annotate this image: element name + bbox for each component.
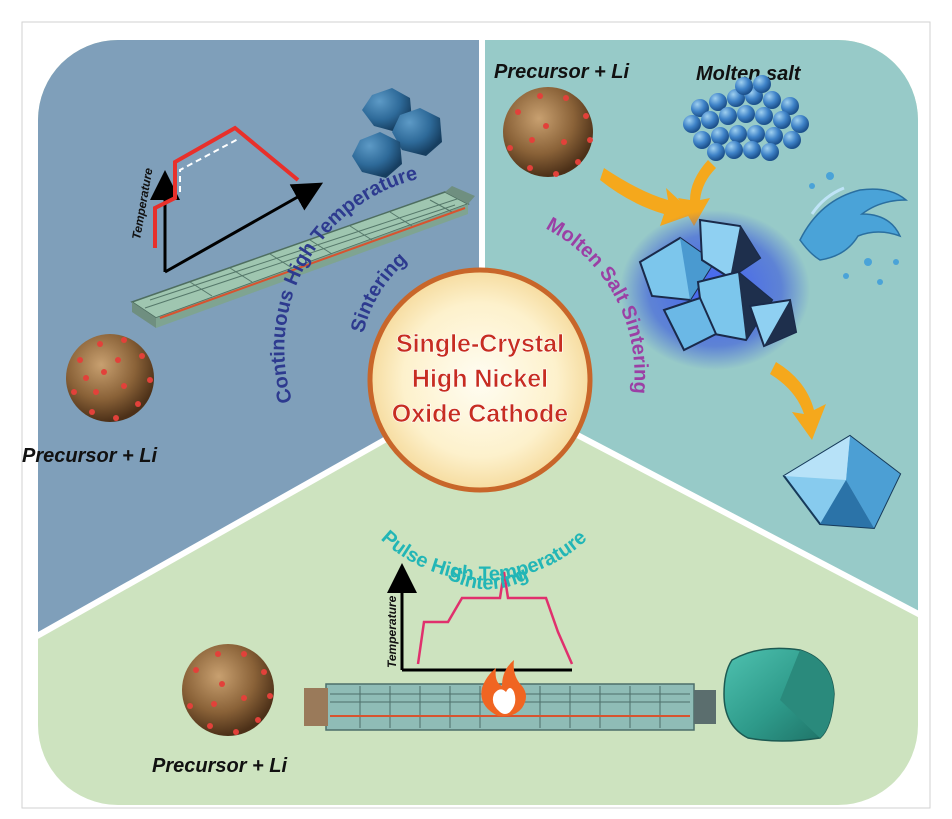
precursor-label-top: Precursor + Li	[494, 61, 630, 83]
precursor-label-bottom: Precursor + Li	[152, 755, 288, 777]
rounded-single-crystal	[723, 647, 835, 742]
flow-arrows	[600, 160, 826, 440]
x-axis-arrow	[164, 182, 324, 274]
pulse-temperature-curve	[416, 571, 574, 665]
continuous-temperature-curve	[153, 125, 300, 248]
sintered-particles-cluster	[352, 88, 442, 178]
water-splash-icon	[799, 172, 908, 285]
molten-salt-label: Molten salt	[696, 63, 802, 85]
center-title-badge: Single-Crystal High Nickel Oxide Cathode	[367, 267, 593, 493]
temperature-axis-label-pulse: Temperature	[385, 595, 399, 668]
precursor-particle-left	[66, 334, 154, 422]
precursor-label-left: Precursor + Li	[22, 445, 158, 467]
outer-frame	[21, 21, 931, 809]
precursor-particle-top	[503, 87, 593, 177]
left-panel	[38, 40, 482, 640]
octahedral-crystal-cluster	[620, 210, 810, 370]
precursor-particle-bottom	[182, 644, 274, 736]
center-title-line-2: High Nickel	[412, 365, 548, 393]
pulse-profile-chart: Temperature	[385, 563, 574, 672]
center-title-line-1: Single-Crystal	[396, 330, 564, 358]
continuous-furnace	[130, 186, 475, 328]
center-title-line-3: Oxide Cathode	[392, 400, 569, 428]
molten-salt-spheres	[683, 75, 809, 161]
fire-icon	[481, 660, 526, 717]
single-crystal-octahedron	[782, 434, 902, 530]
dashed-reference-curve	[179, 137, 241, 192]
